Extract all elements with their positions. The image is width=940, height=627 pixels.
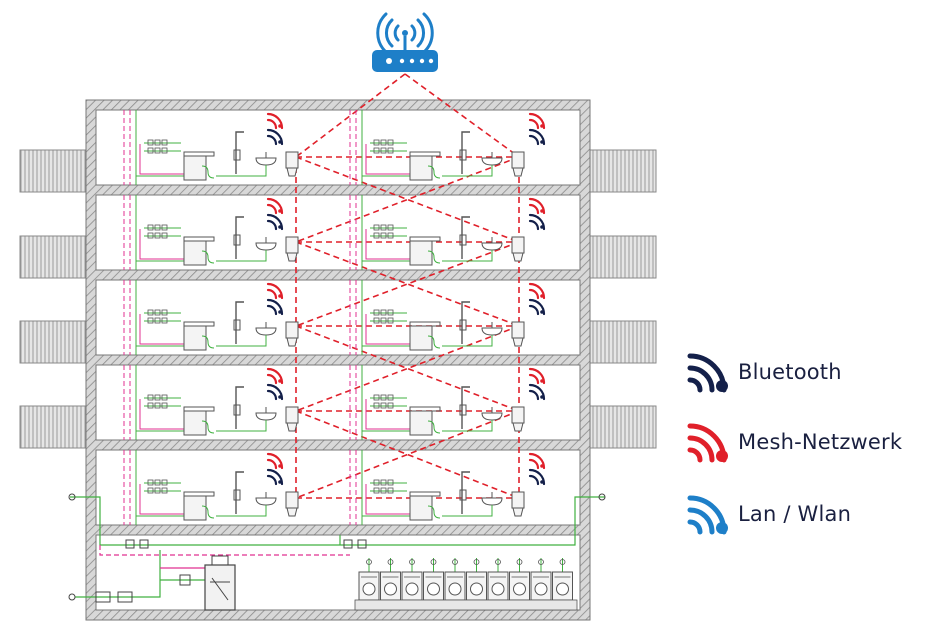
washing-machine <box>552 558 573 601</box>
washing-machine <box>358 558 380 601</box>
washing-machine <box>509 558 530 601</box>
bluetooth-signal-icon <box>687 353 728 393</box>
water-heater-tank <box>204 555 236 611</box>
bluetooth-signal-icon <box>528 128 546 146</box>
floor-4 <box>123 365 546 440</box>
mesh-signal-icon <box>687 423 728 463</box>
mesh-links <box>295 73 520 499</box>
legend-bluetooth: Bluetooth <box>684 348 842 396</box>
basement-installations <box>68 493 606 611</box>
mesh-signal-icon <box>528 112 546 130</box>
bluetooth-signal-icon <box>266 468 284 486</box>
mesh-signal-icon <box>528 197 546 215</box>
building-walls <box>85 99 591 621</box>
mesh-signal-icon <box>266 282 284 300</box>
mesh-signal-icon <box>266 367 284 385</box>
mesh-signal-icon <box>528 452 546 470</box>
washing-machine <box>530 558 552 601</box>
legend-label-lan: Lan / Wlan <box>738 502 852 526</box>
mesh-signal-icon <box>266 452 284 470</box>
bluetooth-signal-icon <box>266 298 284 316</box>
bluetooth-signal-icon <box>266 213 284 231</box>
floor-2 <box>123 195 546 270</box>
router-antenna-waves <box>376 12 434 54</box>
washing-machine <box>380 558 401 601</box>
legend-mesh: Mesh-Netzwerk <box>684 418 902 466</box>
bluetooth-signal-icon <box>528 383 546 401</box>
bluetooth-signal-icon <box>266 383 284 401</box>
washing-machine-row <box>354 558 578 611</box>
washing-machine <box>487 558 509 601</box>
washing-machine <box>401 558 423 601</box>
router-icon <box>372 50 438 72</box>
mesh-signal-icon <box>528 367 546 385</box>
washing-machine <box>444 558 466 601</box>
mesh-signal-icon <box>266 112 284 130</box>
legend-label-mesh: Mesh-Netzwerk <box>738 430 903 454</box>
bluetooth-signal-icon <box>528 213 546 231</box>
legend-lan: Lan / Wlan <box>684 490 851 538</box>
floors <box>123 110 546 525</box>
washing-machine <box>423 558 444 601</box>
router <box>372 12 438 72</box>
washing-machine <box>466 558 487 601</box>
floor-3 <box>123 280 546 355</box>
balconies <box>19 149 657 449</box>
bluetooth-signal-icon <box>528 468 546 486</box>
floor-1 <box>123 110 546 185</box>
wifi-signal-icon <box>687 495 728 535</box>
legend-label-bluetooth: Bluetooth <box>738 360 842 384</box>
floor-5 <box>123 450 546 525</box>
bluetooth-signal-icon <box>266 128 284 146</box>
mesh-signal-icon <box>266 197 284 215</box>
bluetooth-signal-icon <box>528 298 546 316</box>
mesh-signal-icon <box>528 282 546 300</box>
